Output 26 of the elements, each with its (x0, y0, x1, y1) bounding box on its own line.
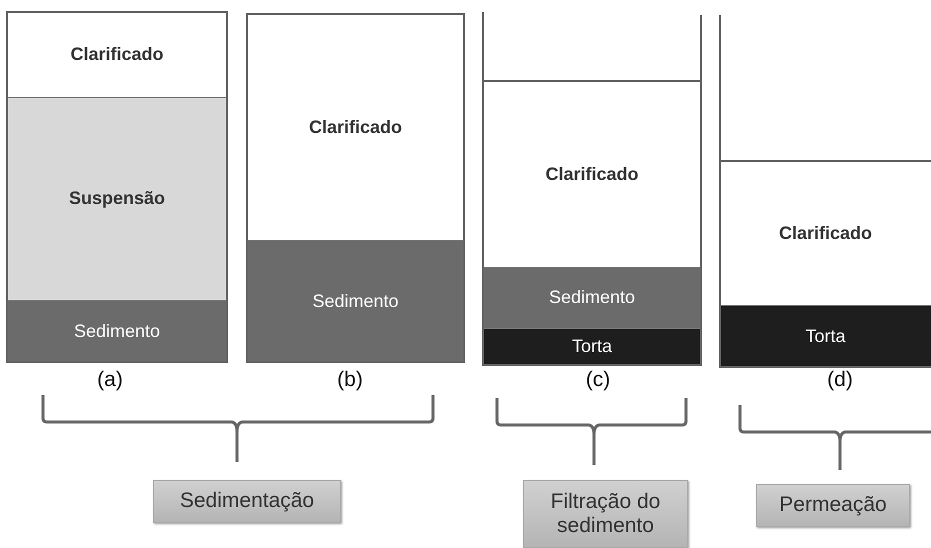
panel-label: (c) (586, 368, 610, 392)
layer-label: Sedimento (312, 290, 399, 312)
panel-label: (b) (337, 368, 363, 392)
layer-label: Suspensão (68, 188, 166, 210)
sediment-layer (483, 267, 701, 328)
layer-label: Sedimento (548, 287, 636, 309)
layer-label: Clarificado (308, 116, 402, 138)
process-label: Filtração do sedimento (550, 490, 662, 538)
cake-layer (720, 305, 931, 367)
layer-label: Torta (572, 336, 612, 358)
suspension-layer (7, 97, 227, 300)
process-label: Sedimentação (180, 489, 314, 514)
process-box (523, 480, 688, 548)
process-box (153, 480, 341, 523)
sediment-layer (7, 300, 227, 362)
layer-label: Clarificado (545, 164, 639, 186)
process-box (756, 484, 910, 527)
layer-label: Torta (805, 326, 846, 348)
layer-label: Clarificado (70, 44, 164, 66)
layer-label: Clarificado (778, 222, 872, 244)
cake-layer (483, 328, 701, 365)
process-label: Permeação (779, 493, 887, 518)
panel-label: (a) (97, 368, 123, 392)
panel-label: (d) (827, 368, 853, 392)
sediment-layer (247, 240, 464, 362)
layer-label: Sedimento (74, 320, 160, 342)
